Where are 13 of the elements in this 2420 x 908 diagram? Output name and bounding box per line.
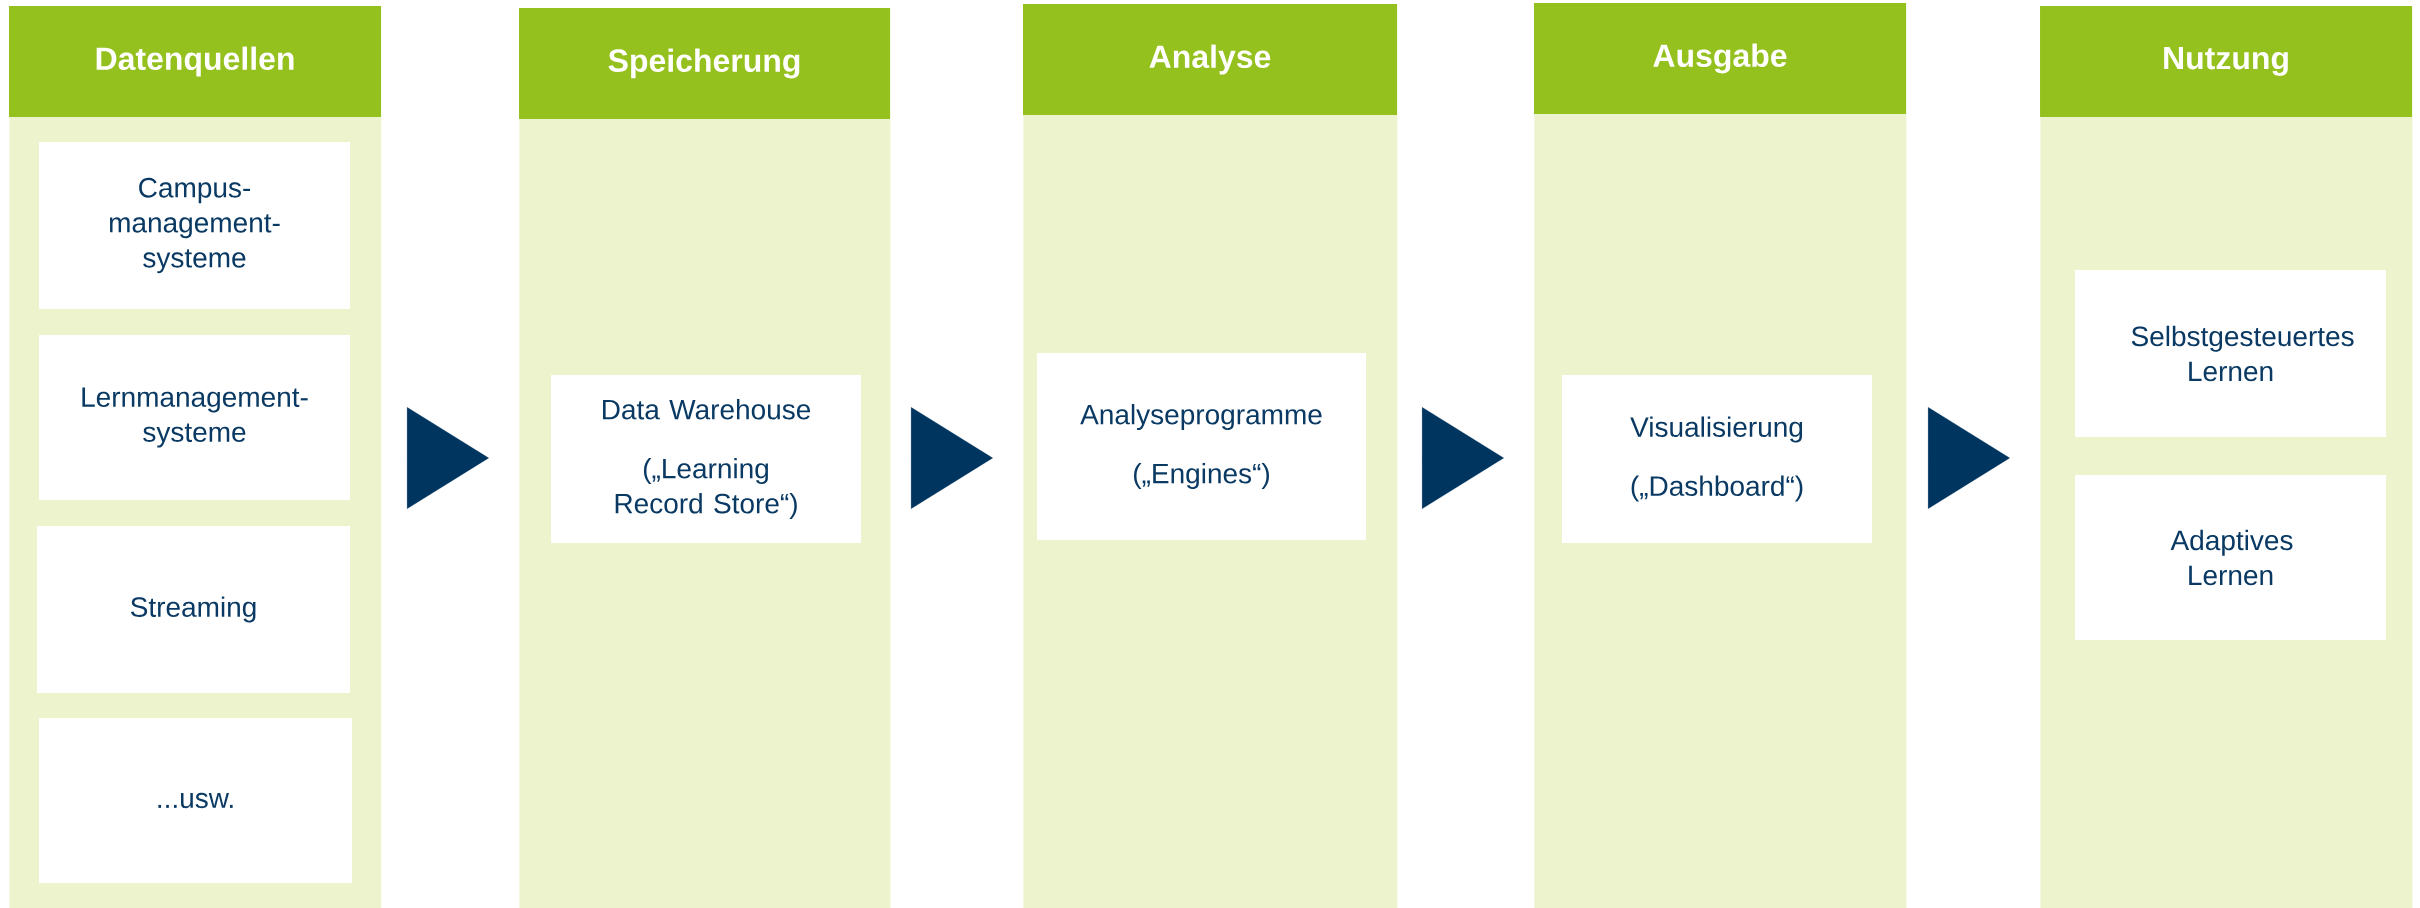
arrow [910, 407, 993, 509]
arrow [1421, 407, 1504, 509]
arrow [1927, 407, 2010, 509]
arrow [406, 407, 489, 509]
content-box: Visualisierung („Dashboard“) [1562, 375, 1872, 543]
content-box: Analyseprogramme („Engines“) [1037, 353, 1366, 540]
content-box: Selbstgesteuertes Lernen [2075, 270, 2386, 437]
content-box: Streaming [37, 526, 350, 693]
content-box: Data Warehouse („Learning Record Store“) [551, 375, 861, 543]
content-box: ...usw. [39, 718, 352, 883]
content-box: Lernmanagement- systeme [39, 335, 350, 500]
content-box: Adaptives Lernen [2075, 475, 2386, 640]
content-box: Campus- management- systeme [39, 142, 350, 309]
